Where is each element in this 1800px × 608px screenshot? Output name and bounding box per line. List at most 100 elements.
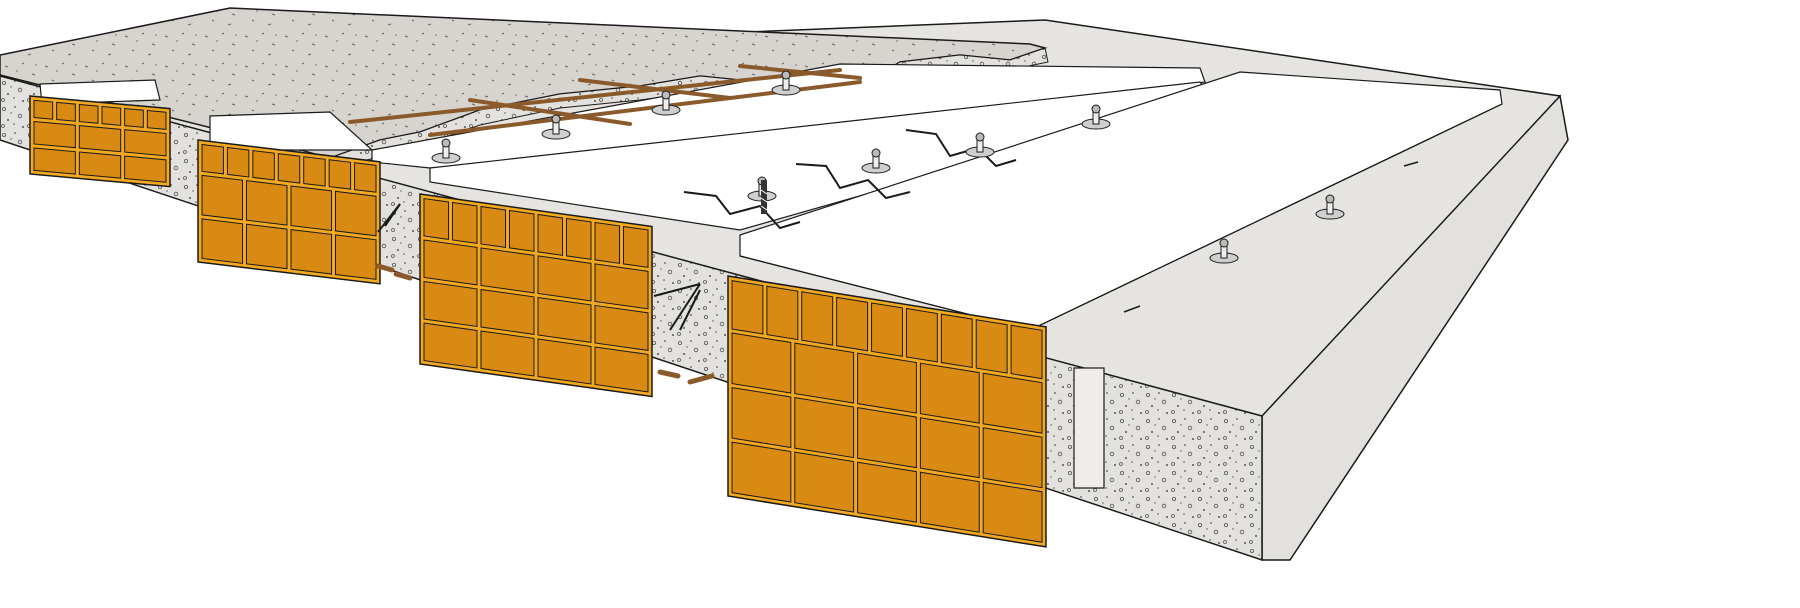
void-cell (201, 143, 224, 175)
void-cell (857, 352, 917, 414)
void-cell (124, 129, 167, 157)
void-cell (480, 330, 535, 377)
void-cell (982, 427, 1043, 489)
clip-nut (975, 132, 985, 142)
void-cell (940, 313, 973, 369)
void-cell (423, 322, 478, 369)
void-cell (146, 110, 167, 130)
end-channel (1073, 367, 1105, 489)
anchor-bolt (760, 180, 768, 214)
void-cell (78, 151, 122, 179)
fixing-clip (965, 132, 995, 158)
void-cell (509, 209, 535, 252)
void-cell (78, 103, 99, 124)
void-cell (537, 255, 592, 302)
joint-arrow (679, 289, 701, 331)
void-cell (290, 229, 332, 275)
void-cell (794, 397, 855, 459)
void-cell (794, 342, 855, 404)
clip-nut (1219, 238, 1229, 248)
void-cell (335, 234, 377, 280)
void-cell (975, 319, 1008, 374)
clip-nut (1091, 104, 1101, 114)
void-cell (919, 471, 980, 533)
slab-marks (1123, 161, 1419, 313)
void-cell (423, 239, 478, 286)
void-cell (731, 386, 792, 449)
void-cell (731, 280, 764, 335)
bolt-thread (760, 197, 768, 203)
void-cell (124, 155, 167, 183)
void-cell (594, 346, 649, 393)
void-cell (201, 174, 243, 221)
void-cell (124, 107, 144, 128)
void-cell (594, 304, 649, 351)
joint-arrow (653, 283, 701, 297)
dowel-bar (657, 369, 681, 379)
void-cell (871, 302, 903, 357)
rebar-bar (348, 68, 842, 124)
dowel-bar (393, 271, 413, 281)
void-cell (246, 223, 288, 270)
joint-arrow (384, 203, 401, 227)
void-cell (328, 159, 352, 190)
void-cell (480, 247, 535, 294)
clip-nut (441, 138, 451, 148)
void-cell (277, 153, 301, 184)
void-cell (452, 201, 478, 244)
slab-mark (1123, 305, 1141, 313)
clip-nut (661, 90, 671, 100)
topping-broken-edge (299, 47, 1049, 173)
void-cell (594, 221, 620, 264)
void-cell (731, 332, 792, 394)
void-former-block (197, 139, 381, 285)
void-cell (1010, 324, 1043, 380)
fixing-clip (861, 148, 891, 174)
void-cell (836, 296, 869, 352)
joint-arrow (669, 283, 701, 331)
void-cell (766, 285, 799, 341)
void-cell (33, 99, 54, 120)
dowel-bar (687, 373, 715, 385)
void-cell (794, 451, 855, 513)
void-cell (537, 213, 563, 256)
fixing-clip (1081, 104, 1111, 130)
lattice-girder-bars (683, 129, 1017, 230)
void-cell (919, 417, 980, 479)
rebar-bar (578, 78, 732, 100)
void-former-block (29, 95, 171, 188)
clip-nut (781, 70, 791, 80)
dowel-bars (375, 263, 715, 385)
clip-nut (871, 148, 881, 158)
void-former-block (419, 193, 653, 398)
void-cell (33, 120, 76, 149)
void-cell (537, 338, 592, 385)
void-cell (201, 218, 243, 264)
void-cell (354, 162, 377, 193)
bolt-thread (760, 205, 768, 211)
fixing-clip (1209, 238, 1239, 264)
fixing-clip (431, 138, 461, 164)
rebar-bar (738, 64, 862, 80)
void-cell (982, 481, 1043, 543)
void-cell (480, 205, 506, 248)
fixing-clip (651, 90, 681, 116)
fixing-clip (771, 70, 801, 96)
void-former-blocks (29, 95, 1047, 548)
void-cell (423, 280, 478, 328)
void-cell (101, 105, 122, 126)
rebar-bar (468, 98, 632, 126)
void-cell (480, 288, 535, 336)
void-cell (290, 185, 332, 232)
void-cell (905, 307, 938, 363)
lattice-bar (795, 163, 911, 200)
void-cell (537, 296, 592, 343)
void-cell (857, 407, 917, 469)
lattice-bar (683, 191, 801, 230)
void-cell (252, 150, 275, 181)
bolt-shank (761, 180, 767, 214)
void-cell (566, 217, 592, 260)
void-cell (982, 372, 1043, 434)
void-cell (78, 125, 122, 153)
